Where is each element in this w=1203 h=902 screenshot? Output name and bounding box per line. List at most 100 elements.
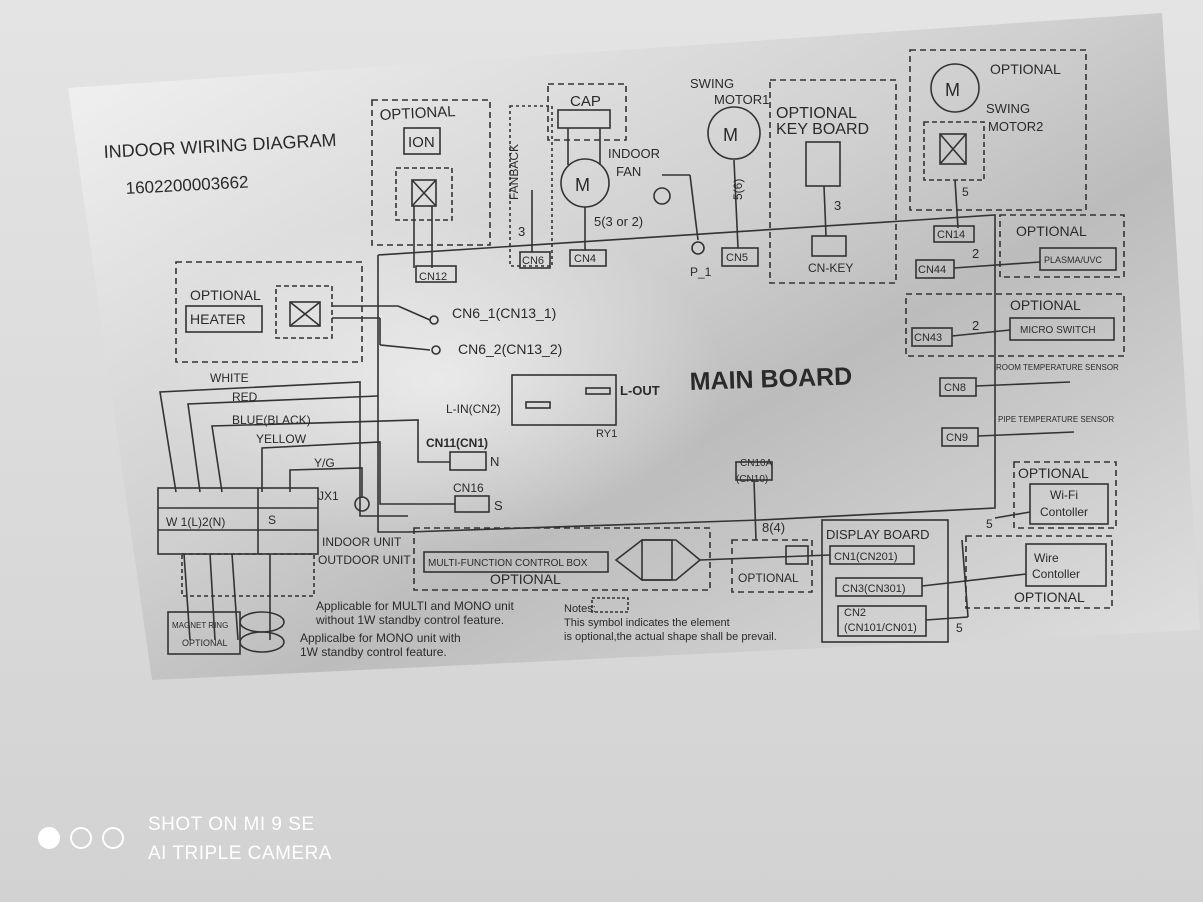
svg-text:M: M (945, 80, 960, 100)
svg-text:Applicalbe for MONO unit with: Applicalbe for MONO unit with (300, 631, 461, 645)
svg-text:CN4: CN4 (574, 253, 596, 265)
svg-text:Y/G: Y/G (314, 456, 335, 470)
svg-text:CN12: CN12 (419, 271, 447, 283)
svg-text:2: 2 (972, 318, 979, 333)
svg-text:OPTIONAL: OPTIONAL (379, 103, 456, 124)
svg-text:OPTIONAL: OPTIONAL (990, 61, 1061, 77)
svg-text:2: 2 (972, 246, 979, 261)
main-board-label: MAIN BOARD (689, 362, 852, 396)
cap-box (547, 83, 627, 141)
svg-text:L-IN(CN2): L-IN(CN2) (446, 402, 501, 416)
svg-text:OPTIONAL: OPTIONAL (1016, 223, 1087, 239)
svg-text:FAN: FAN (616, 164, 641, 179)
svg-text:CN6_2(CN13_2): CN6_2(CN13_2) (458, 341, 562, 357)
svg-text:This symbol indicates the el: This symbol indicates the element (564, 617, 730, 629)
svg-text:MOTOR1: MOTOR1 (714, 92, 769, 107)
svg-text:CN6_1(CN13_1): CN6_1(CN13_1) (452, 305, 556, 321)
svg-text:5(3 or 2): 5(3 or 2) (594, 214, 643, 229)
svg-text:N: N (490, 454, 499, 469)
svg-text:(CN101/CN01): (CN101/CN01) (844, 622, 917, 634)
svg-text:ION: ION (408, 134, 435, 151)
multi-function-control-box (413, 527, 711, 591)
svg-text:Wire: Wire (1034, 551, 1059, 565)
svg-text:Notes:: Notes: (564, 603, 596, 615)
svg-text:CN10A: CN10A (740, 458, 773, 469)
svg-text:3: 3 (518, 224, 525, 239)
terminal-labels: W 1(L)2(N) (166, 515, 225, 529)
svg-text:L-OUT: L-OUT (620, 383, 660, 398)
swing-motor1-symbol (707, 106, 761, 160)
svg-text:5(6): 5(6) (731, 179, 745, 200)
svg-text:S: S (494, 498, 503, 513)
main-board-outline (377, 214, 996, 533)
svg-text:CN11(CN1): CN11(CN1) (426, 436, 488, 450)
triple-camera-icon (38, 827, 138, 857)
svg-text:KEY BOARD: KEY BOARD (776, 121, 869, 138)
svg-text:BLUE(BLACK): BLUE(BLACK) (232, 413, 311, 427)
svg-text:OPTIONAL: OPTIONAL (490, 571, 561, 587)
svg-text:Contoller: Contoller (1032, 567, 1080, 581)
svg-text:MICRO SWITCH: MICRO SWITCH (1020, 325, 1096, 336)
svg-text:(CN10): (CN10) (736, 474, 768, 485)
display-board (821, 519, 949, 643)
svg-text:CN-KEY: CN-KEY (808, 261, 853, 275)
svg-text:CN1(CN201): CN1(CN201) (834, 551, 898, 563)
svg-text:CN16: CN16 (453, 481, 484, 495)
key-board-optional-box (769, 79, 897, 284)
swing-motor2-optional-box (909, 49, 1087, 211)
svg-text:CN2: CN2 (844, 607, 866, 619)
diagram-text: INDOOR WIRING DIAGRAM 1602200003662 MAIN… (103, 61, 1119, 659)
svg-text:MOTOR2: MOTOR2 (988, 119, 1043, 134)
watermark-line2: AI TRIPLE CAMERA (148, 843, 332, 864)
svg-text:Applicable for MULTI and MONO: Applicable for MULTI and MONO unit (316, 599, 515, 613)
svg-text:DISPLAY BOARD: DISPLAY BOARD (826, 527, 930, 542)
svg-text:OPTIONAL: OPTIONAL (182, 638, 228, 648)
svg-text:INDOOR: INDOOR (608, 146, 660, 161)
svg-text:OUTDOOR UNIT: OUTDOOR UNIT (318, 553, 411, 567)
svg-text:PLASMA/UVC: PLASMA/UVC (1044, 255, 1103, 265)
svg-text:JX1: JX1 (318, 489, 339, 503)
svg-text:CAP: CAP (570, 93, 601, 110)
svg-text:5: 5 (962, 185, 969, 199)
svg-text:WHITE: WHITE (210, 371, 249, 385)
svg-text:OPTIONAL: OPTIONAL (1014, 589, 1085, 605)
camera-watermark: SHOT ON MI 9 SE AI TRIPLE CAMERA (38, 814, 378, 874)
svg-text:CN3(CN301): CN3(CN301) (842, 583, 906, 595)
svg-text:CN9: CN9 (946, 432, 968, 444)
svg-text:OPTIONAL: OPTIONAL (1018, 465, 1089, 481)
svg-text:RED: RED (232, 390, 258, 404)
svg-text:ROOM TEMPERATURE SENSOR: ROOM TEMPERATURE SENSOR (996, 363, 1119, 372)
svg-text:OPTIONAL: OPTIONAL (190, 287, 261, 303)
svg-text:S: S (268, 513, 276, 527)
heater-optional-box (175, 261, 363, 363)
watermark-line1: SHOT ON MI 9 SE (148, 814, 315, 835)
svg-text:OPTIONAL: OPTIONAL (738, 571, 799, 585)
svg-text:RY1: RY1 (596, 428, 617, 440)
svg-text:PIPE TEMPERATURE SENSOR: PIPE TEMPERATURE SENSOR (998, 415, 1114, 424)
svg-text:OPTIONAL: OPTIONAL (1010, 297, 1081, 313)
svg-text:CN8: CN8 (944, 382, 966, 394)
svg-text:HEATER: HEATER (190, 311, 246, 327)
svg-text:5: 5 (956, 621, 963, 635)
svg-text:INDOOR UNIT: INDOOR UNIT (322, 535, 402, 549)
svg-text:SWING: SWING (986, 101, 1030, 116)
svg-text:MULTI-FUNCTION CONTROL BOX: MULTI-FUNCTION CONTROL BOX (428, 558, 588, 569)
svg-text:P_1: P_1 (690, 265, 712, 279)
relay-ry1 (511, 374, 617, 426)
svg-text:3: 3 (834, 198, 841, 213)
svg-text:5: 5 (986, 517, 993, 531)
svg-text:CN6: CN6 (522, 255, 544, 267)
svg-text:1W standby control feature.: 1W standby control feature. (300, 645, 447, 659)
svg-text:without 1W standby control fea: without 1W standby control feature. (315, 613, 504, 627)
ion-optional-box (371, 99, 491, 246)
svg-text:SWING: SWING (690, 76, 734, 91)
svg-text:CN44: CN44 (918, 264, 946, 276)
svg-text:M: M (723, 125, 738, 145)
svg-text:M: M (575, 175, 590, 195)
svg-text:CN14: CN14 (937, 229, 965, 241)
svg-text:MAGNET RING: MAGNET RING (172, 621, 228, 630)
svg-text:CN5: CN5 (726, 252, 748, 264)
svg-text:Wi-Fi: Wi-Fi (1050, 488, 1078, 502)
